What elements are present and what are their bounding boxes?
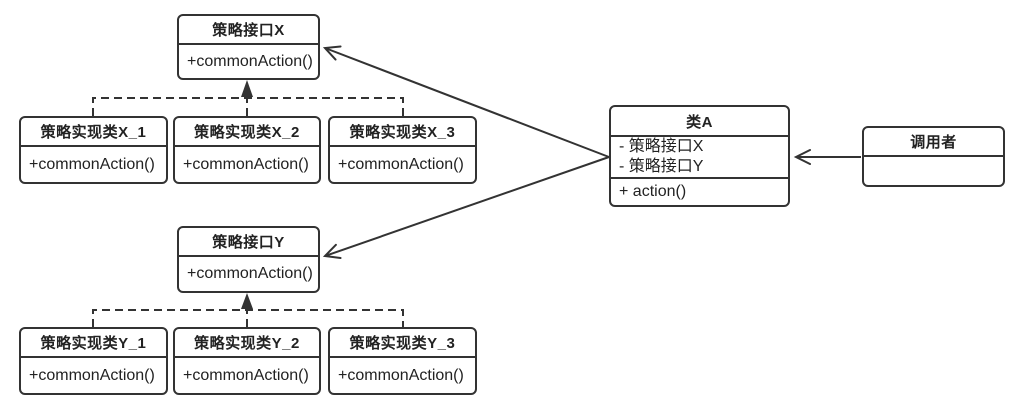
method-label: +commonAction(): [187, 264, 313, 282]
class-box-impl-y2: 策略实现类Y_2 +commonAction(): [173, 327, 321, 395]
realization-connector-y: [92, 309, 404, 327]
class-box-impl-y1: 策略实现类Y_1 +commonAction(): [19, 327, 168, 395]
class-box-impl-x2: 策略实现类X_2 +commonAction(): [173, 116, 321, 184]
class-box-impl-y3: 策略实现类Y_3 +commonAction(): [328, 327, 477, 395]
class-title: 策略实现类X_2: [194, 124, 300, 141]
class-title: 类A: [686, 113, 713, 131]
method-label: +commonAction(): [183, 366, 309, 384]
class-methods-compartment: +commonAction(): [330, 356, 475, 393]
method-label: +commonAction(): [338, 366, 464, 384]
class-methods-compartment: +commonAction(): [21, 145, 166, 182]
class-methods-compartment: +commonAction(): [21, 356, 166, 393]
class-methods-compartment: +commonAction(): [175, 356, 319, 393]
class-title: 策略接口X: [212, 22, 285, 39]
realization-arrowhead-y: [241, 293, 253, 309]
class-title: 策略实现类Y_1: [40, 335, 147, 352]
class-box-impl-x1: 策略实现类X_1 +commonAction(): [19, 116, 168, 184]
class-methods-compartment: +commonAction(): [330, 145, 475, 182]
class-methods-compartment: + action(): [611, 177, 788, 205]
class-title: 策略实现类X_3: [349, 124, 456, 141]
class-box-impl-x3: 策略实现类X_3 +commonAction(): [328, 116, 477, 184]
class-empty-compartment: [864, 155, 1003, 185]
association-classA-to-interfaceY: [322, 156, 610, 260]
field-label: - 策略接口X: [619, 138, 704, 155]
class-methods-compartment: +commonAction(): [175, 145, 319, 182]
association-classA-to-interfaceX: [322, 45, 610, 158]
class-fields-compartment: - 策略接口X - 策略接口Y: [611, 135, 788, 177]
class-box-interface-y: 策略接口Y +commonAction(): [177, 226, 320, 293]
method-label: + action(): [619, 183, 687, 200]
method-label: +commonAction(): [29, 155, 155, 173]
method-label: +commonAction(): [187, 52, 313, 70]
class-methods-compartment: +commonAction(): [179, 43, 318, 78]
class-box-interface-x: 策略接口X +commonAction(): [177, 14, 320, 80]
method-label: +commonAction(): [183, 155, 309, 173]
method-label: +commonAction(): [338, 155, 464, 173]
class-box-caller: 调用者: [862, 126, 1005, 187]
class-title: 策略实现类X_1: [40, 124, 147, 141]
class-title: 策略接口Y: [212, 234, 285, 251]
class-box-class-a: 类A - 策略接口X - 策略接口Y + action(): [609, 105, 790, 207]
field-label: - 策略接口Y: [619, 158, 704, 175]
class-methods-compartment: +commonAction(): [179, 255, 318, 290]
class-title: 调用者: [910, 134, 957, 151]
class-title: 策略实现类Y_3: [349, 335, 456, 352]
realization-connector-x: [92, 97, 404, 116]
class-title: 策略实现类Y_2: [194, 335, 300, 352]
method-label: +commonAction(): [29, 366, 155, 384]
realization-arrowhead-x: [241, 80, 253, 97]
